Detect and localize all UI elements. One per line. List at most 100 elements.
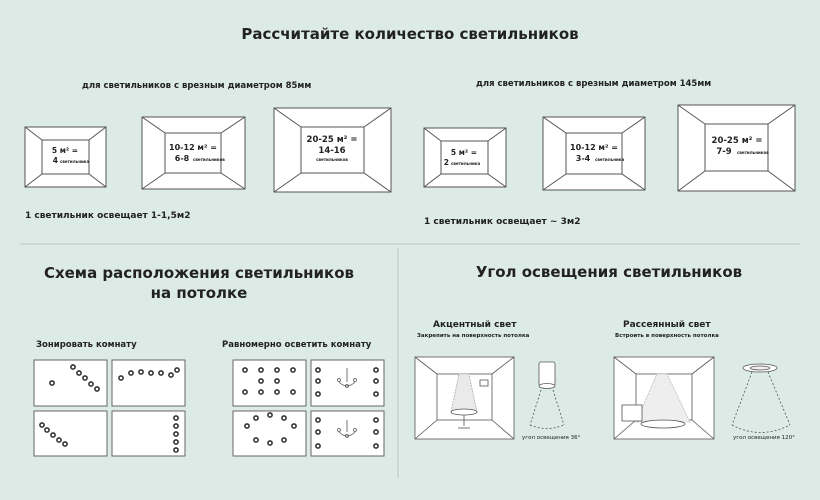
spot-light-dot	[88, 381, 94, 387]
room-count: 2	[444, 158, 449, 167]
spot-light-dot	[242, 389, 248, 395]
spot-light-dot	[315, 391, 321, 397]
spot-light-dot	[373, 367, 379, 373]
spot-light-dot	[39, 422, 45, 428]
spot-light-dot	[281, 437, 287, 443]
room-145-medium: 10-12 м² = 3-4 светильника	[542, 116, 646, 191]
spot-light-dot	[253, 415, 259, 421]
room-area: 5 м² =	[52, 146, 78, 155]
spot-light-dot	[274, 367, 280, 373]
spot-light-dot	[267, 440, 273, 446]
spot-light-dot	[373, 443, 379, 449]
spot-light-dot	[148, 370, 154, 376]
spot-light-dot	[173, 415, 179, 421]
spot-light-dot	[373, 391, 379, 397]
zoning-label: Зонировать комнату	[36, 340, 137, 350]
room-unit: светильника	[451, 161, 480, 166]
room-85-small: 5 м² = 4 светильника	[24, 126, 107, 188]
room-area: 20-25 м² =	[307, 135, 358, 145]
spot-light-dot	[258, 389, 264, 395]
spot-light-dot	[158, 370, 164, 376]
spot-light-dot	[291, 423, 297, 429]
spot-light-dot	[267, 412, 273, 418]
room-85-large: 20-25 м² = 14-16 светильников	[273, 107, 392, 193]
spot-light-dot	[62, 441, 68, 447]
diffused-title: Рассеянный свет	[623, 320, 711, 330]
spot-light-dot	[315, 367, 321, 373]
spot-light-dot	[281, 415, 287, 421]
spot-light-dot	[274, 378, 280, 384]
layout-scheme-title-line2: на потолке	[150, 284, 248, 302]
room-145-small: 5 м² = 2 светильника	[423, 127, 507, 188]
spot-light-dot	[173, 423, 179, 429]
layout-scheme-title-line1: Схема расположения светильников	[43, 264, 355, 282]
spot-light-dot	[315, 417, 321, 423]
spot-light-dot	[50, 432, 56, 438]
room-area: 10-12 м² =	[570, 143, 618, 152]
room-unit: светильников	[193, 157, 225, 162]
accent-room-illustration	[414, 356, 515, 440]
spot-light-dot	[76, 370, 82, 376]
spot-light-dot	[373, 417, 379, 423]
accent-angle-label: угол освещения 36°	[522, 435, 581, 441]
spot-light-dot	[242, 367, 248, 373]
spot-light-dot	[94, 386, 100, 392]
room-145-large: 20-25 м² = 7-9 светильников	[677, 104, 796, 192]
spot-fixture-icon	[529, 361, 565, 429]
spot-light-dot	[315, 429, 321, 435]
diffused-subtitle: Встроить в поверхность потолка	[615, 333, 719, 339]
zoning-panels	[33, 359, 186, 457]
spot-light-dot	[290, 367, 296, 373]
spot-light-dot	[138, 369, 144, 375]
room-unit: светильника	[60, 159, 89, 164]
room-unit: светильников	[316, 157, 348, 162]
spot-light-dot	[173, 431, 179, 437]
spot-light-dot	[70, 364, 76, 370]
room-count: 14-16	[318, 146, 345, 156]
room-count: 4	[53, 156, 58, 165]
spot-light-dot	[128, 370, 134, 376]
coverage-145mm: 1 светильник освещает ~ 3м2	[424, 217, 581, 227]
even-label: Равномерно осветить комнату	[222, 340, 372, 350]
room-count: 7-9	[716, 147, 731, 157]
spot-light-dot	[118, 375, 124, 381]
spot-light-dot	[44, 427, 50, 433]
room-area: 20-25 м² =	[712, 136, 763, 146]
chandelier-icon	[337, 368, 357, 388]
spot-light-dot	[274, 389, 280, 395]
spot-light-dot	[315, 378, 321, 384]
spot-light-dot	[253, 437, 259, 443]
spot-light-dot	[82, 375, 88, 381]
recessed-fixture-icon	[731, 363, 791, 433]
spot-light-dot	[49, 380, 55, 386]
spot-light-dot	[315, 443, 321, 449]
spot-light-dot	[373, 378, 379, 384]
room-count: 6-8	[175, 154, 190, 163]
room-unit: светильника	[595, 157, 624, 162]
accent-subtitle: Закрепить на поверхность потолка	[417, 333, 530, 339]
spot-light-dot	[290, 389, 296, 395]
caption-85mm: для светильников с врезным диаметром 85м…	[82, 81, 312, 91]
spot-light-dot	[173, 447, 179, 453]
main-title: Рассчитайте количество светильников	[241, 25, 579, 43]
spot-light-dot	[173, 439, 179, 445]
coverage-85mm: 1 светильник освещает 1-1,5м2	[25, 211, 191, 221]
spot-light-dot	[168, 372, 174, 378]
spot-light-dot	[174, 367, 180, 373]
spot-light-dot	[244, 423, 250, 429]
diffused-angle-label: угол освещения 120°	[733, 435, 795, 441]
accent-title: Акцентный свет	[433, 320, 517, 330]
angle-title: Угол освещения светильников	[475, 263, 743, 281]
spot-dots	[39, 364, 379, 453]
diffused-room-illustration	[613, 356, 715, 440]
spot-light-dot	[373, 429, 379, 435]
room-85-medium: 10-12 м² = 6-8 светильников	[141, 116, 246, 190]
spot-light-dot	[258, 367, 264, 373]
room-unit: светильников	[737, 150, 769, 155]
spot-light-dot	[258, 378, 264, 384]
room-area: 5 м² =	[451, 148, 477, 157]
chandelier-icon	[337, 420, 357, 438]
even-panels	[232, 359, 385, 457]
